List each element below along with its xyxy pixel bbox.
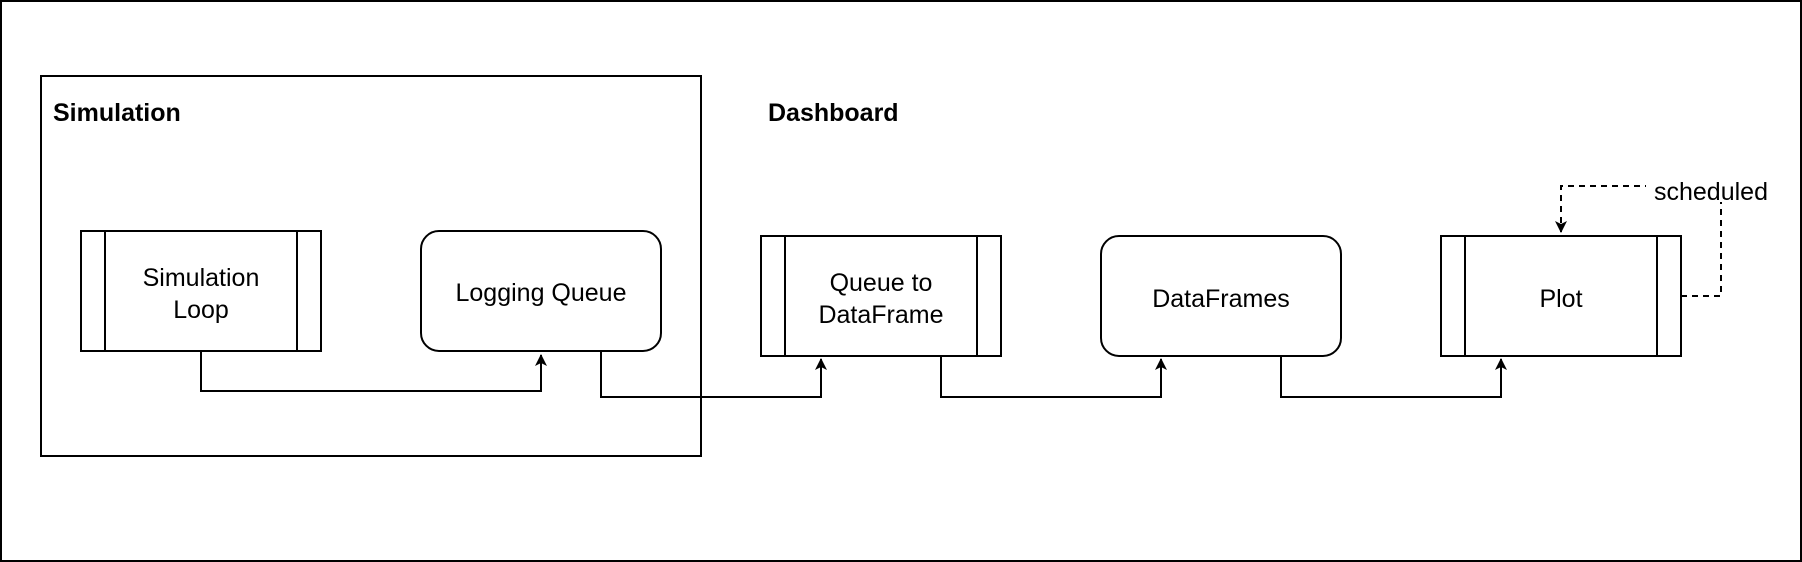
simulation-group-title: Simulation: [53, 99, 181, 127]
scheduled-edge-label: scheduled: [1654, 178, 1768, 206]
node-plot[interactable]: Plot: [1440, 235, 1682, 357]
logging-queue-label: Logging Queue: [456, 279, 627, 307]
dataframes-label: DataFrames: [1152, 285, 1290, 313]
node-dataframes[interactable]: DataFrames: [1100, 235, 1342, 357]
edge-queue-to-dataframe-to-dataframes: [940, 356, 1167, 398]
node-queue-to-dataframe[interactable]: Queue to DataFrame: [760, 235, 1002, 357]
edge-simulation-loop-to-logging-queue: [200, 351, 547, 392]
simulation-loop-label-line2: Loop: [173, 296, 229, 324]
node-logging-queue[interactable]: Logging Queue: [420, 230, 662, 352]
dashboard-group-title: Dashboard: [768, 99, 899, 127]
scheduled-label-background: [1646, 172, 1776, 202]
node-simulation-loop[interactable]: Simulation Loop: [80, 230, 322, 352]
queue-to-dataframe-label-line1: Queue to: [830, 269, 933, 297]
simulation-container: [40, 75, 702, 457]
plot-label: Plot: [1539, 285, 1582, 313]
edge-dataframes-to-plot: [1280, 356, 1507, 398]
edge-plot-scheduled-loop: [1555, 185, 1722, 297]
queue-to-dataframe-label-line2: DataFrame: [818, 301, 943, 329]
edge-logging-queue-to-queue-to-dataframe: [600, 351, 827, 398]
simulation-loop-label-line1: Simulation: [143, 264, 260, 292]
